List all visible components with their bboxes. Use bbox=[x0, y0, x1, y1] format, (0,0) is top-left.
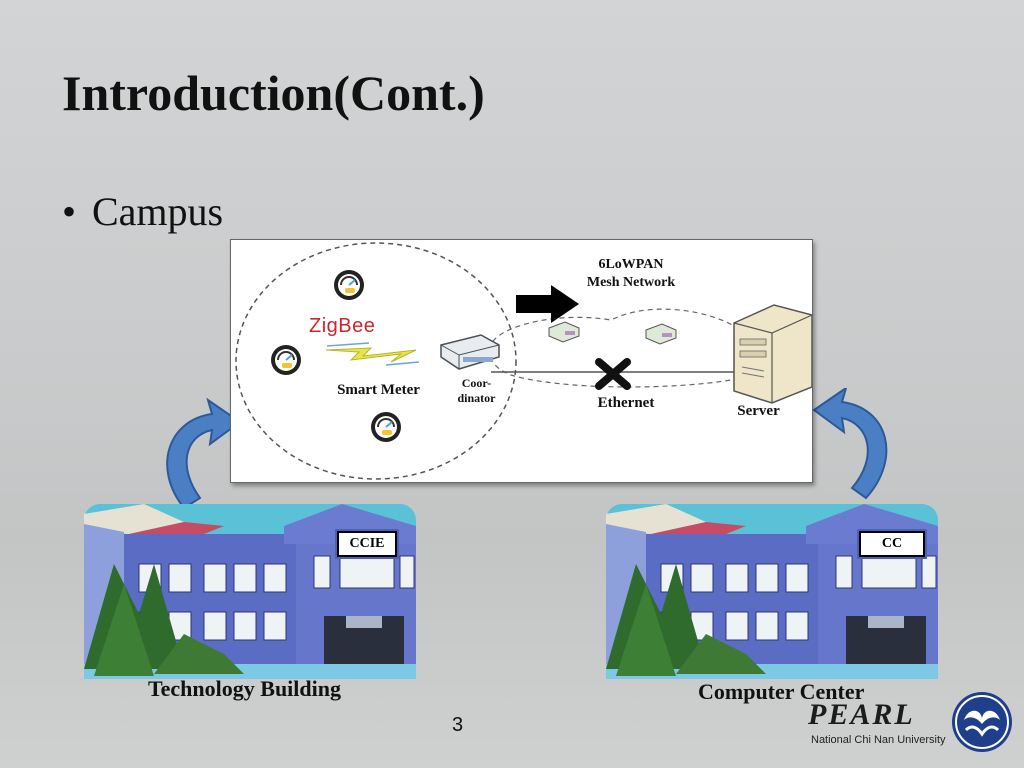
slide-title: Introduction(Cont.) bbox=[62, 65, 485, 121]
building-caption: Technology Building bbox=[148, 676, 341, 701]
left-curved-arrow-icon bbox=[166, 398, 242, 510]
computer-center-illustration: CC bbox=[606, 504, 938, 679]
university-logo-icon bbox=[952, 692, 1012, 752]
mesh-network-label-line2: Mesh Network bbox=[586, 275, 676, 290]
network-diagram-drawing bbox=[235, 242, 812, 480]
mesh-network-label: 6LoWPAN Mesh Network bbox=[561, 256, 701, 292]
mesh-pointer-arrow-icon bbox=[516, 285, 579, 323]
mesh-node-icon-1 bbox=[548, 321, 580, 343]
zigbee-label: ZigBee bbox=[309, 315, 376, 337]
building-illustration bbox=[606, 504, 938, 679]
university-name: National Chi Nan University bbox=[811, 734, 946, 746]
server-icon bbox=[733, 304, 812, 404]
bullet-item: • Campus bbox=[62, 188, 223, 235]
coordinator-device-icon bbox=[440, 334, 500, 370]
smart-meter-label: Smart Meter bbox=[337, 382, 420, 398]
coordinator-label-line1: Coor- bbox=[461, 376, 492, 390]
smart-meter-icon-3 bbox=[371, 412, 401, 442]
technology-building-illustration: CCIE bbox=[84, 504, 416, 679]
mesh-network-boundary bbox=[489, 308, 760, 388]
lab-logo-text: PEARL bbox=[808, 698, 915, 731]
ethernet-label: Ethernet bbox=[597, 395, 655, 411]
right-curved-arrow-icon bbox=[812, 388, 888, 500]
building-tag: CCIE bbox=[337, 531, 397, 557]
smart-meter-icon-2 bbox=[271, 345, 301, 375]
building-tag: CC bbox=[859, 531, 925, 557]
building-caption: Computer Center bbox=[698, 679, 865, 704]
mesh-node-icon-2 bbox=[645, 323, 677, 345]
bullet-text: Campus bbox=[92, 189, 224, 234]
ethernet-blocked-x-icon bbox=[595, 358, 631, 390]
page-number: 3 bbox=[452, 714, 464, 736]
mesh-network-label-line1: 6LoWPAN bbox=[598, 257, 664, 272]
bullet-dot-icon: • bbox=[62, 189, 77, 234]
network-diagram: ZigBee 6LoWPAN Mesh Network Smart Meter … bbox=[230, 239, 813, 483]
building-illustration bbox=[84, 504, 416, 679]
zigbee-area-boundary bbox=[235, 242, 517, 480]
smart-meter-icon-1 bbox=[334, 270, 364, 300]
wireless-signal-icon bbox=[325, 347, 417, 363]
coordinator-label-line2: dinator bbox=[457, 391, 496, 405]
server-label: Server bbox=[737, 403, 780, 419]
coordinator-label: Coor- dinator bbox=[449, 376, 504, 406]
